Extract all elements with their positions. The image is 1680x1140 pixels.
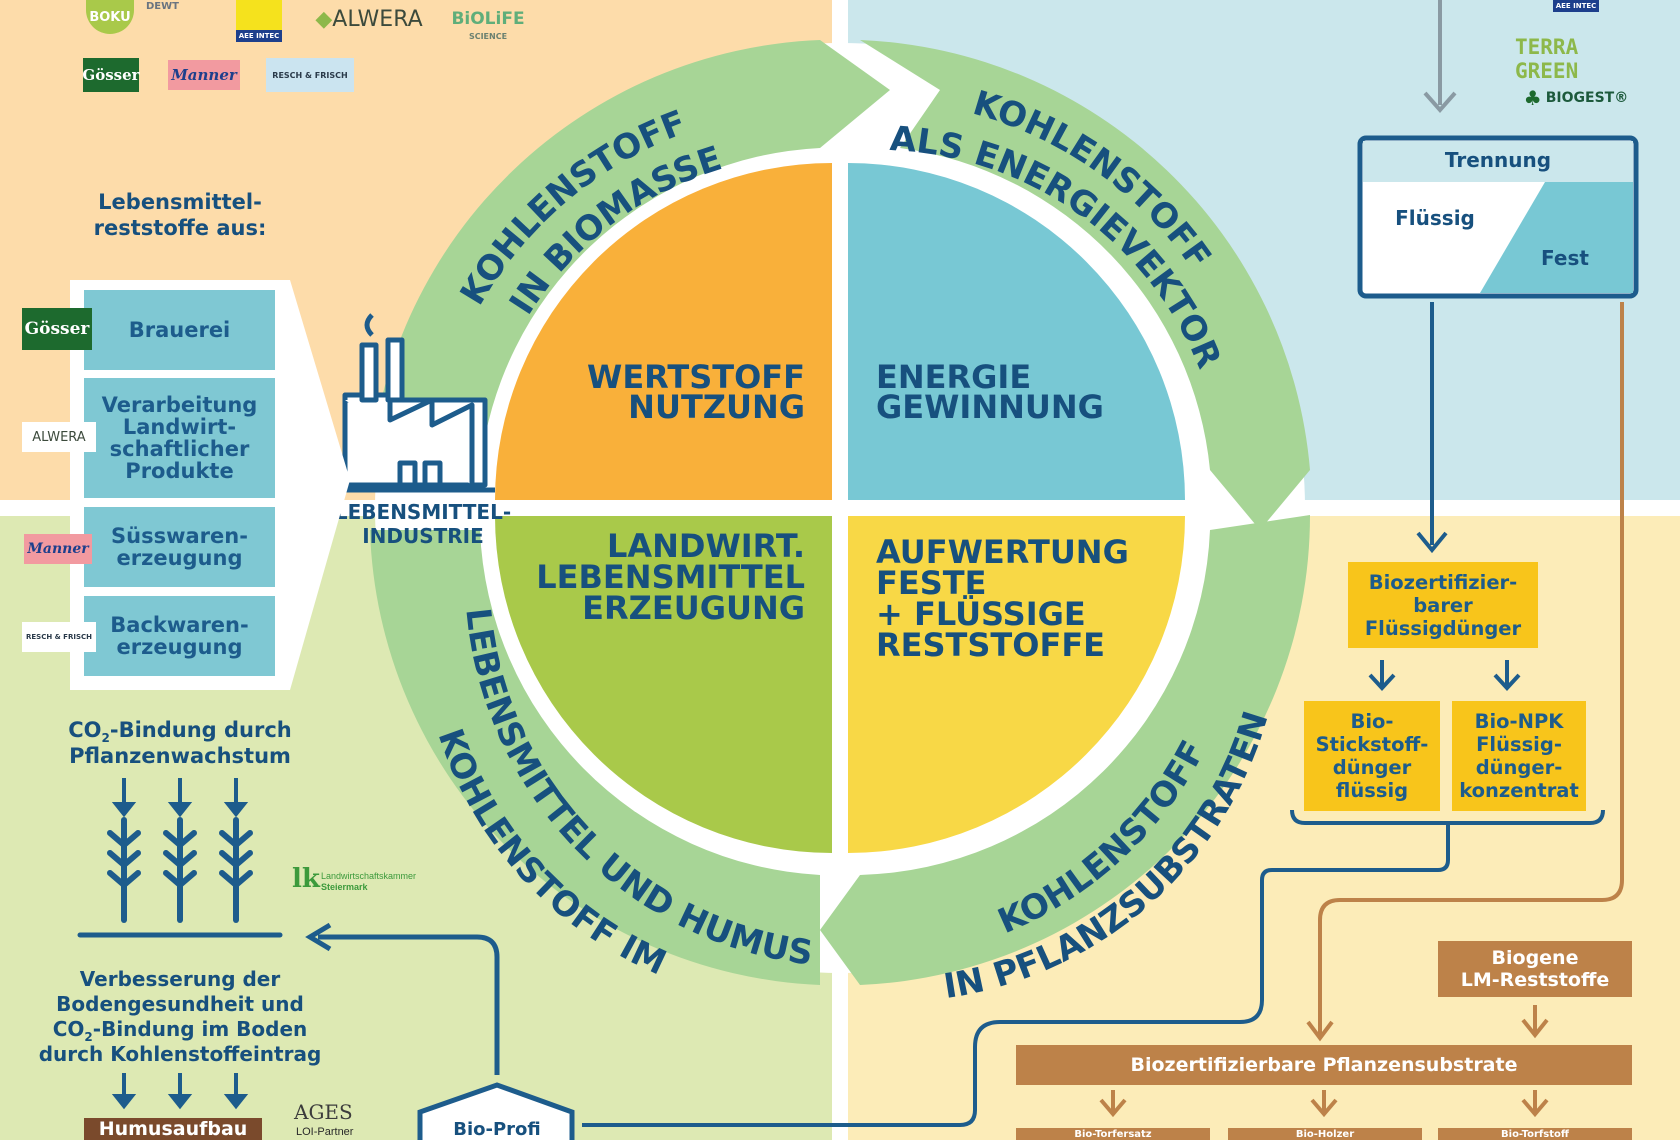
arrowhead-left (305, 922, 332, 952)
q3-line1: LANDWIRT. (607, 527, 805, 565)
factory-label-1: LEBENSMITTEL- (335, 500, 511, 524)
co2-text-2: Pflanzenwachstum (69, 744, 291, 768)
alwera-logo-list: ALWERA (22, 422, 96, 452)
aee-logo-top-right: AEE INTEC (1553, 0, 1599, 12)
resch-logo-list: RESCH & FRISCH (22, 622, 96, 652)
factory-icon (330, 313, 495, 493)
aee-logo-top-left: AEE INTEC (236, 0, 282, 42)
dewt-logo: DEWT (146, 0, 179, 12)
bioprofi-return-arrow (318, 934, 500, 1075)
right-flow (582, 0, 1624, 1127)
co2-arrows (111, 778, 249, 818)
q4-line1: AUFWERTUNG (876, 533, 1129, 571)
alwera-logo-top: ◆ALWERA (315, 6, 423, 32)
list-item-brauerei: Brauerei (84, 290, 275, 370)
ages-sub: LOI-Partner (296, 1126, 354, 1138)
ring-segment-top-left (370, 40, 890, 470)
trennung-label: Trennung (1444, 148, 1552, 172)
co2-text-1: CO2-Bindung durch (68, 718, 292, 746)
leaf-icon: ♣ (1523, 86, 1542, 110)
ring-segment-top-right (860, 40, 1310, 530)
biogest-logo: ♣BIOGEST® (1523, 86, 1629, 110)
lk-text-1: Landwirtschaftskammer (321, 871, 417, 881)
soil-text-3: CO2-Bindung im Boden (52, 1017, 308, 1044)
manner-logo-list: Manner (24, 534, 92, 564)
manner-logo-top: Manner (168, 60, 240, 90)
ages-logo: AGES (294, 1100, 353, 1124)
sub-box-3: Bio-Torfstoff (1438, 1128, 1632, 1140)
sub-box-1: Bio-Torfersatz (1016, 1128, 1210, 1140)
bioprofi-label: Bio-Profi (453, 1119, 541, 1140)
soil-text-4: durch Kohlenstoffeintrag (38, 1042, 322, 1066)
trennung-header (1363, 141, 1633, 182)
left-heading-2: reststoffe aus: (93, 216, 267, 240)
ring-segment-bottom-right (820, 515, 1311, 985)
gosser-logo-top: Gösser (82, 58, 140, 92)
q1-line2: NUTZUNG (628, 388, 805, 426)
quadrant-energie (848, 163, 1185, 500)
ring-segment-bottom-left (370, 530, 820, 985)
factory-label-2: INDUSTRIE (362, 524, 484, 548)
resch-logo-top: RESCH & FRISCH (266, 58, 354, 92)
fest-wedge (1480, 182, 1633, 293)
fest-label: Fest (1541, 246, 1589, 270)
bioprofi-house (417, 1082, 575, 1140)
terragreen-logo: TERRA GREEN (1515, 35, 1579, 83)
humusaufbau-box: Humusaufbau (84, 1118, 262, 1140)
q2-line2: GEWINNUNG (876, 388, 1104, 426)
quadrant-landwirt (495, 516, 832, 853)
q4-line4: RESTSTOFFE (876, 626, 1105, 664)
q4-line2: FESTE (876, 564, 986, 602)
q2-line1: ENERGIE (876, 358, 1031, 396)
lk-logo: lk (292, 864, 320, 894)
q3-line2: LEBENSMITTEL (536, 558, 805, 596)
list-item-suesswaren: Süsswaren-erzeugung (84, 507, 275, 587)
left-heading-1: Lebensmittel- (98, 190, 262, 214)
soil-text-1: Verbesserung der (79, 967, 281, 991)
list-item-backwaren: Backwaren-erzeugung (84, 596, 275, 676)
q4-line3: + FLÜSSIGE (876, 595, 1086, 633)
sub-box-2: Bio-Holzer (1228, 1128, 1422, 1140)
biolife-sub: SCIENCE (468, 31, 508, 41)
gosser-logo-list: Gösser (22, 308, 92, 350)
quadrant-wertstoff (495, 163, 832, 500)
wheat-icon (77, 817, 283, 938)
fluessig-label: Flüssig (1395, 206, 1475, 230)
q1-line1: WERTSTOFF (587, 358, 805, 396)
biolife-logo: BiOLiFE (451, 9, 525, 29)
humus-arrows (111, 1073, 249, 1110)
lk-text-2: Steiermark (321, 882, 368, 892)
soil-text-2: Bodengesundheit und (56, 992, 304, 1016)
q3-line3: ERZEUGUNG (582, 589, 805, 627)
quadrant-aufwertung (848, 516, 1185, 853)
substrate-box: Biozertifizierbare Pflanzensubstrate (1016, 1045, 1632, 1085)
